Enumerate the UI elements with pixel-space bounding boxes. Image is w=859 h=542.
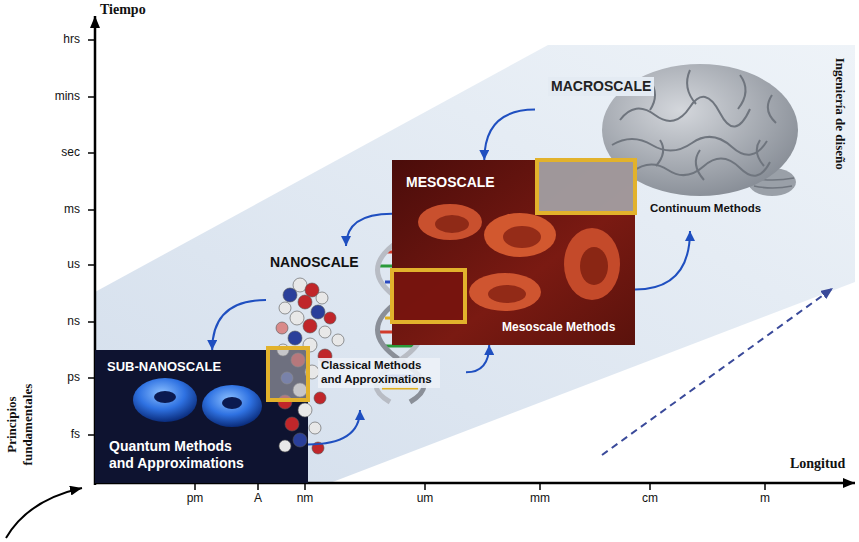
scale-heading: MESOSCALE (406, 174, 495, 191)
axis-tick-label: A (238, 491, 278, 505)
axis-tick-label: um (405, 491, 445, 505)
scale-heading: SUB-NANOSCALE (107, 359, 221, 375)
scale-transition-arrow (346, 214, 392, 246)
scale-panel: SUB-NANOSCALE Quantum Methods and Approxi… (95, 350, 308, 483)
axis-title: Tiempo (100, 2, 146, 19)
scale-transition-arrow (212, 300, 266, 350)
dashed-arrow (602, 288, 833, 455)
axis-tick-label: mins (20, 89, 80, 103)
axis-title: Ingeniería de diseño (832, 29, 848, 199)
scale-transition-arrow (635, 231, 690, 290)
axis-tick-label: m (745, 491, 785, 505)
mesoscale-panel (392, 160, 635, 345)
axis-tick-label: sec (20, 145, 80, 159)
axis-tick-label: ms (20, 202, 80, 216)
scale-panel: MACROSCALE Continuum Methods (535, 55, 800, 231)
axis-tick-label: cm (630, 491, 670, 505)
scale-transition-arrow (308, 410, 360, 444)
scale-heading: NANOSCALE (270, 254, 359, 271)
method-label: Mesoscale Methods (502, 320, 615, 334)
scale-transition-arrow (484, 110, 535, 160)
axis-tick-label: us (20, 257, 80, 271)
method-label: Quantum Methods and Approximations (109, 438, 251, 472)
method-label: Classical Methods and Approximations (318, 358, 440, 388)
axis-tick-label: nm (285, 491, 325, 505)
scale-plane (95, 45, 855, 483)
axis-tick-label: hrs (20, 32, 80, 46)
scale-transition-arrow (466, 345, 489, 372)
zoom-square (268, 348, 308, 400)
scale-heading: MACROSCALE (548, 77, 654, 96)
axis-title: Longitud (790, 456, 845, 473)
method-label: Continuum Methods (650, 202, 761, 216)
axis-tick-label: ps (20, 370, 80, 384)
axis-tick-label: ns (20, 314, 80, 328)
scale-panel: NANOSCALE Classical Methods and Approxima… (266, 246, 466, 410)
axis-tick-label: pm (175, 491, 215, 505)
axis-title: Principios fundamentales (4, 370, 35, 480)
axes (6, 16, 855, 538)
scale-panel: MESOSCALE Mesoscale Methods (392, 160, 635, 345)
axis-tick-label: mm (520, 491, 560, 505)
